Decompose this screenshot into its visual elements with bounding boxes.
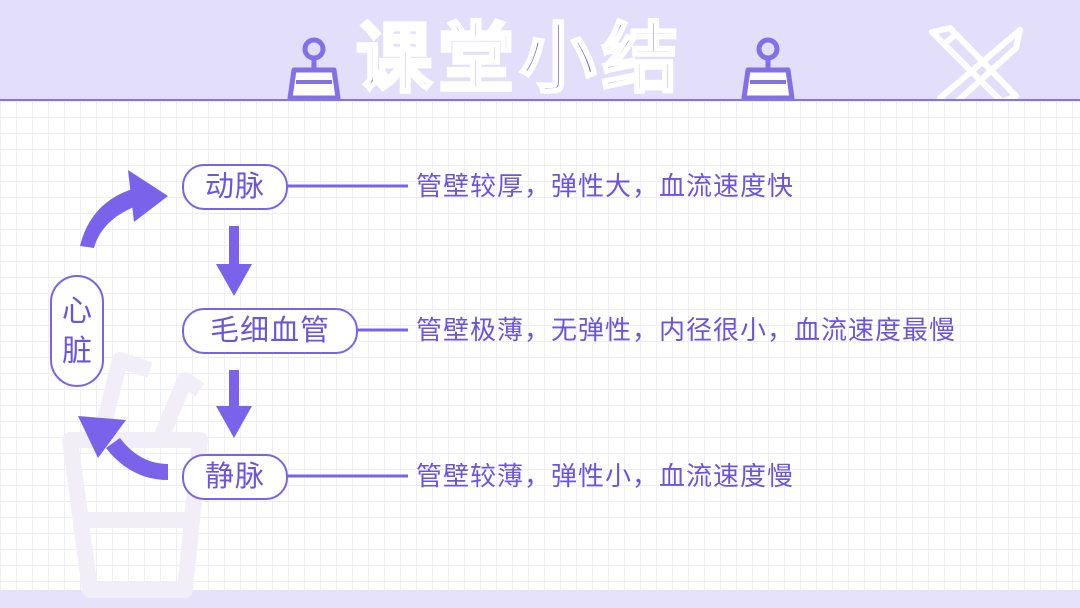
bottom-band [0,590,1080,608]
capillary-node: 毛细血管 [182,308,358,354]
binder-clip-icon [741,37,795,101]
pencil-cup-icon [62,352,208,598]
artery-node: 动脉 [182,164,288,210]
heart-node: 心脏 [50,275,104,387]
vein-node: 静脉 [182,454,288,500]
down-arrow-icon [216,226,252,296]
capillary-description: 管壁极薄，无弹性，内径很小，血流速度最慢 [416,316,957,346]
pencil-ruler-icon [929,25,1023,102]
curved-arrow-left-icon [78,416,168,480]
binder-clip-icon [287,37,341,101]
down-arrow-icon [216,370,252,438]
vein-description: 管壁较薄，弹性小，血流速度慢 [416,462,795,492]
curved-arrow-up-icon [80,170,168,248]
artery-description: 管壁较厚，弹性大，血流速度快 [416,172,795,202]
header-band [0,0,1080,100]
page-title: 课堂小结 [355,13,684,105]
grid-panel [0,99,1080,593]
